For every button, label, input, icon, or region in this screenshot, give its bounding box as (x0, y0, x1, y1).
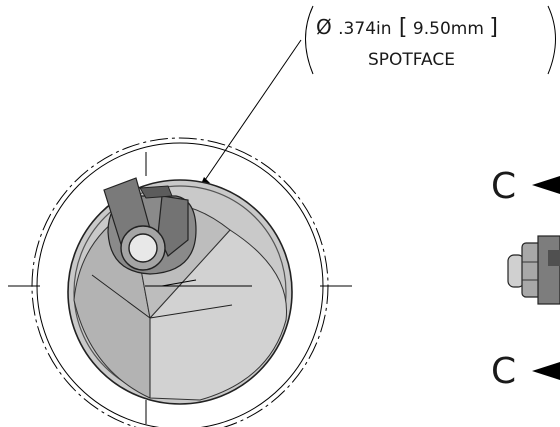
spotface-hole-inner (128, 233, 158, 263)
dimension-inches: .374in (338, 19, 391, 39)
callout-feature-text: SPOTFACE (368, 50, 455, 70)
section-letter-bottom: C (491, 351, 516, 392)
side-view-fragment (507, 235, 560, 305)
section-letter-top: C (491, 166, 516, 207)
dimension-millimeters: 9.50mm (413, 19, 484, 39)
part-edge-1 (91, 274, 151, 319)
side-view-notch (548, 250, 560, 266)
spotface-callout: Ø .374in [ 9.50mm ] SPOTFACE (198, 5, 556, 191)
dimension-mm-close-bracket: ] (489, 15, 498, 40)
part-edge-2 (149, 304, 233, 319)
side-view-band (537, 235, 560, 305)
end-view (8, 137, 352, 427)
part-edge-5 (161, 279, 197, 287)
section-mark-top: C (491, 166, 560, 207)
diameter-symbol: Ø (316, 15, 332, 39)
section-arrow-top (532, 176, 560, 194)
callout-leader-line (202, 39, 302, 184)
tab-right (157, 195, 189, 257)
tab-top-highlight (139, 185, 173, 199)
callout-left-paren (305, 5, 314, 75)
section-arrow-bottom (532, 362, 560, 380)
callout-right-paren (547, 5, 556, 75)
dimension-mm-open-bracket: [ (399, 15, 408, 40)
part-facet-right (149, 229, 288, 401)
callout-dimension-text: Ø .374in [ 9.50mm ] (316, 15, 498, 40)
section-mark-bottom: C (491, 351, 560, 392)
